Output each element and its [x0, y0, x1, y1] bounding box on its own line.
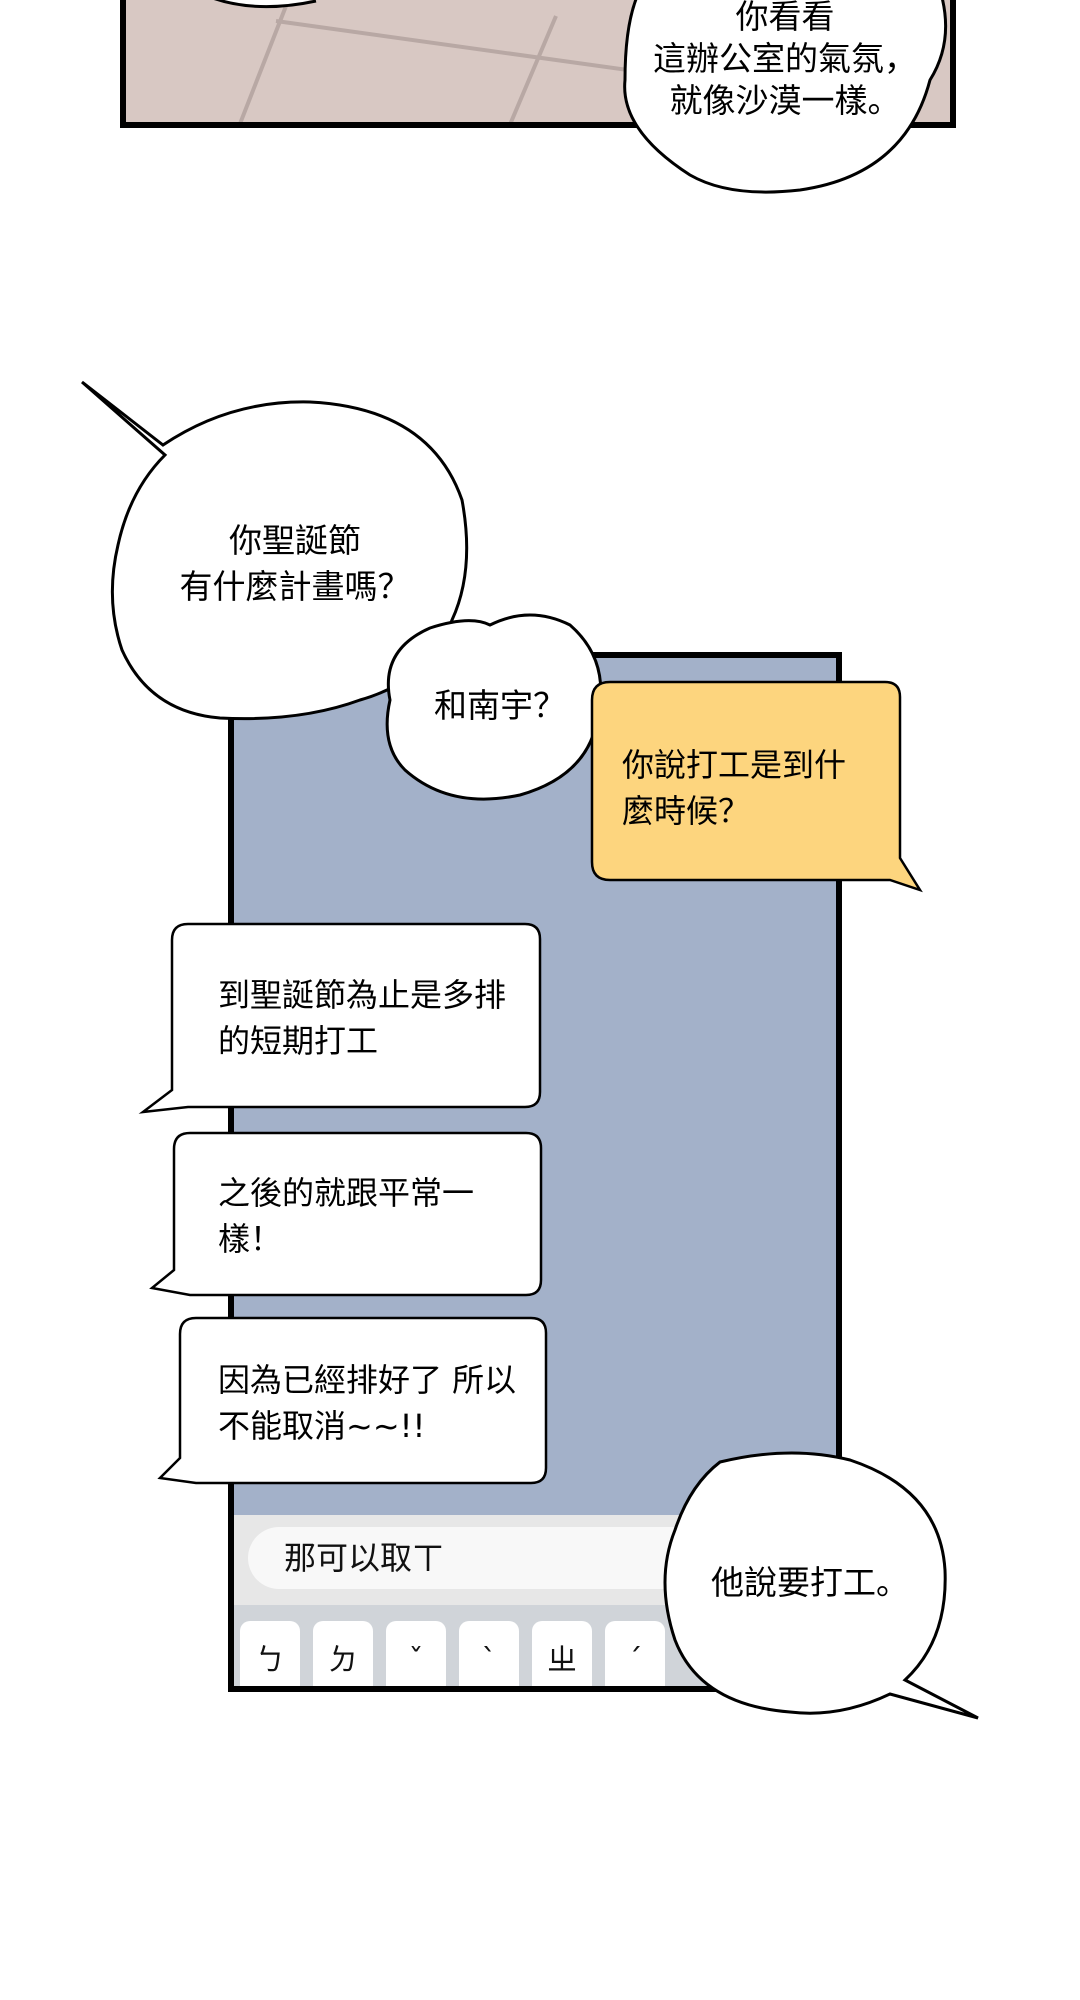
message-input[interactable]: 那可以取ㄒ: [248, 1527, 718, 1589]
sent-message-text: 你說打工是到什麼時候？: [622, 746, 847, 830]
christmas-speech-line-2: 有什麼計畫嗎？: [179, 567, 411, 606]
nanyu-speech-text: 和南宇？: [434, 686, 566, 725]
received-bubble-2: [149, 1131, 543, 1297]
key-tone-2[interactable]: ˊ: [605, 1621, 665, 1686]
christmas-speech-text: 你聖誕節 有什麼計畫嗎？: [160, 518, 430, 610]
key-d[interactable]: ㄉ: [313, 1621, 373, 1686]
received-bubble-3: [157, 1316, 548, 1485]
received-message-3-text: 因為已經排好了 所以不能取消~~!!: [218, 1361, 517, 1445]
sent-bubble: [590, 680, 923, 893]
key-tone-3[interactable]: ˇ: [386, 1621, 446, 1686]
message-input-value: 那可以取ㄒ: [284, 1539, 445, 1577]
received-message-2-text: 之後的就跟平常一樣！: [218, 1174, 475, 1258]
key-b[interactable]: ㄅ: [240, 1621, 300, 1686]
he-works-speech-bubble: [663, 1451, 979, 1720]
office-speech-line-3: 就像沙漠一樣。: [669, 81, 901, 120]
christmas-speech-line-1: 你聖誕節: [229, 521, 361, 560]
key-tone-4[interactable]: ˋ: [459, 1621, 519, 1686]
office-speech-bubble: [623, 0, 948, 194]
office-speech-line-1: 你看看: [735, 0, 835, 36]
office-speech-text: 你看看 這辦公室的氣氛， 就像沙漠一樣。: [640, 0, 930, 122]
office-speech-line-2: 這辦公室的氣氛，: [653, 39, 917, 78]
key-zh[interactable]: ㄓ: [532, 1621, 592, 1686]
received-message-1-text: 到聖誕節為止是多排的短期打工: [218, 976, 507, 1060]
christmas-speech-bubble: [81, 380, 469, 721]
received-bubble-1: [138, 922, 542, 1114]
he-works-speech-text: 他說要打工。: [711, 1563, 909, 1602]
